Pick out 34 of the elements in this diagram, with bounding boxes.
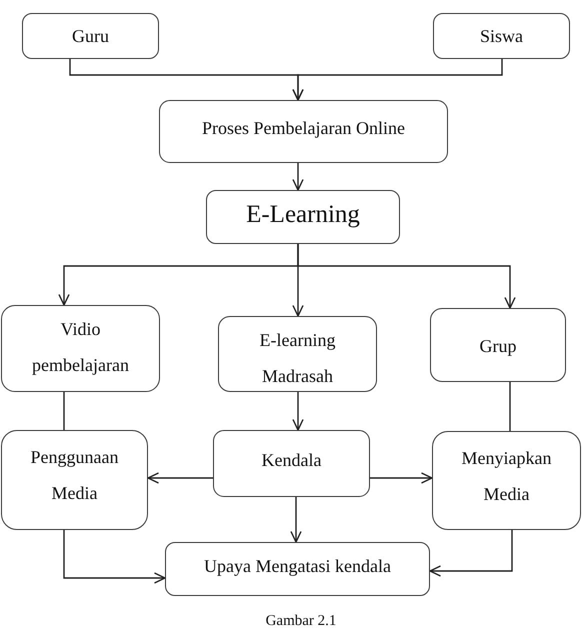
rounded-box <box>430 308 566 382</box>
arrow <box>147 472 213 484</box>
node-label: Upaya Mengatasi kendala <box>204 555 391 578</box>
rounded-box <box>22 13 159 59</box>
arrow <box>63 530 166 584</box>
rounded-box <box>1 305 160 392</box>
node-label: Grup <box>480 335 516 358</box>
rounded-box <box>432 431 581 530</box>
node-label: Proses Pembelajaran Online <box>202 117 405 140</box>
arrow <box>292 163 304 191</box>
node-label: Siswa <box>480 25 523 48</box>
arrow <box>292 59 503 101</box>
node-label: Vidio pembelajaran <box>31 318 130 377</box>
node-label: Penggunaan Media <box>30 446 120 505</box>
figure-caption: Gambar 2.1 <box>266 613 336 629</box>
node-label: E-learning Madrasah <box>258 329 336 388</box>
arrow <box>429 530 513 577</box>
rounded-box <box>165 542 430 596</box>
node-label: Guru <box>72 25 109 48</box>
rounded-box <box>206 190 400 244</box>
rounded-box <box>433 13 570 59</box>
arrow <box>290 497 302 543</box>
arrow <box>297 244 516 309</box>
rounded-box <box>213 430 370 497</box>
node-label: Menyiapkan Media <box>460 447 552 506</box>
rounded-box <box>159 100 448 163</box>
arrow <box>370 472 433 484</box>
connector-line <box>63 392 65 430</box>
rounded-box <box>1 430 148 530</box>
connector-line <box>509 382 511 431</box>
node-label: E-Learning <box>246 200 360 230</box>
rounded-box <box>218 316 377 392</box>
arrow <box>292 392 304 431</box>
node-label: Kendala <box>262 449 322 472</box>
